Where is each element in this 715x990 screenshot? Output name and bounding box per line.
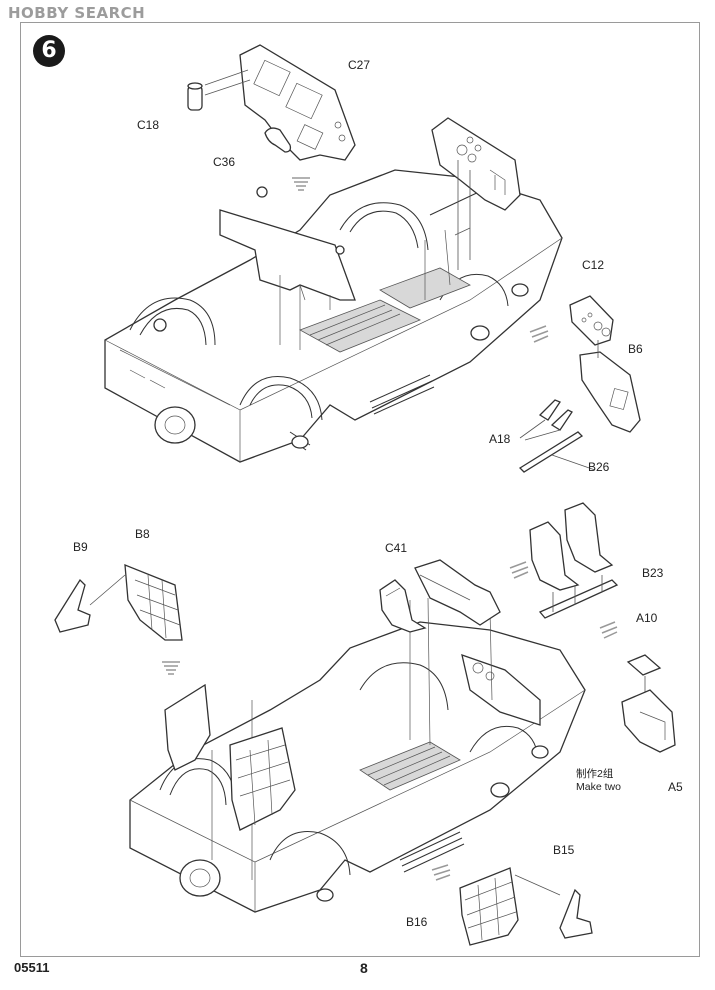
label-c41: C41 (385, 541, 408, 555)
label-b15: B15 (553, 843, 575, 857)
label-b8: B8 (135, 527, 150, 541)
label-b16: B16 (406, 915, 428, 929)
direction-arrows-lower (162, 561, 618, 881)
label-b23: B23 (642, 566, 664, 580)
upper-hull-assembly (104, 169, 563, 463)
part-a5 (621, 689, 676, 753)
part-c27 (204, 44, 356, 161)
part-c41 (379, 579, 427, 633)
part-b8 (124, 564, 183, 641)
part-b9 (54, 574, 126, 633)
label-b6: B6 (628, 342, 643, 356)
make-two-note-en: Make two (576, 781, 621, 793)
label-b26: B26 (588, 460, 610, 474)
part-b23-seats (529, 502, 619, 619)
part-c12 (569, 295, 614, 346)
part-c36 (264, 127, 292, 153)
label-c12: C12 (582, 258, 605, 272)
part-b16 (459, 867, 561, 946)
part-a18 (519, 399, 573, 441)
page-number: 8 (360, 960, 368, 976)
label-a18: A18 (489, 432, 511, 446)
label-b9: B9 (73, 540, 88, 554)
product-code: 05511 (14, 960, 50, 975)
label-a10: A10 (636, 611, 658, 625)
lower-hull-assembly (129, 597, 586, 913)
part-b6 (579, 340, 641, 433)
label-c18: C18 (137, 118, 160, 132)
make-two-note: 制作2组 Make two (576, 768, 621, 794)
part-dashboard-upper (431, 117, 521, 270)
label-c36: C36 (213, 155, 236, 169)
part-c18 (187, 82, 203, 111)
part-b26 (518, 431, 596, 473)
part-panel-lower-left (164, 683, 296, 831)
direction-arrows-upper (292, 177, 549, 343)
watermark-logo: HOBBY SEARCH (8, 4, 146, 22)
make-two-note-cn: 制作2组 (576, 768, 614, 780)
page-frame (20, 22, 700, 957)
label-a5: A5 (668, 780, 683, 794)
part-bench (414, 559, 501, 626)
step-number-badge: 6 (33, 35, 65, 67)
part-b15 (559, 888, 593, 939)
label-c27: C27 (348, 58, 371, 72)
